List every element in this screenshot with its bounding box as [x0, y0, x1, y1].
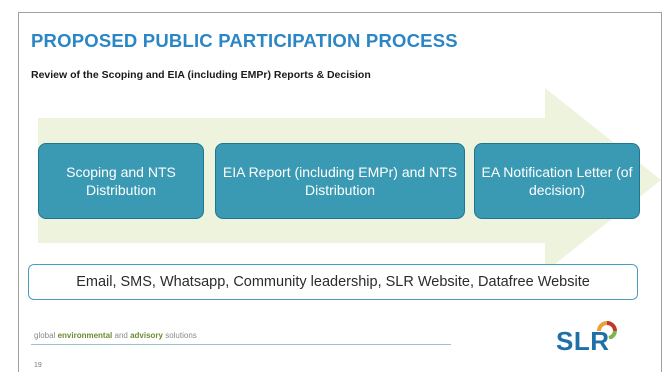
process-step-scoping: Scoping and NTS Distribution [38, 143, 204, 219]
process-step-ea-notification: EA Notification Letter (of decision) [474, 143, 640, 219]
slide-title: PROPOSED PUBLIC PARTICIPATION PROCESS [31, 30, 458, 51]
slr-logo-mark-icon [597, 321, 617, 339]
footer-tagline: global environmental and advisory soluti… [34, 331, 197, 340]
channels-text: Email, SMS, Whatsapp, Community leadersh… [76, 274, 590, 290]
slide-top-border [18, 12, 661, 13]
communication-channels: Email, SMS, Whatsapp, Community leadersh… [28, 264, 638, 300]
page-number: 19 [34, 362, 42, 369]
slide-subtitle: Review of the Scoping and EIA (including… [31, 69, 371, 81]
process-step-eia-report: EIA Report (including EMPr) and NTS Dist… [215, 143, 465, 219]
slide-left-border [18, 12, 19, 372]
slide-right-border [661, 12, 662, 372]
process-step-label: Scoping and NTS Distribution [66, 164, 176, 198]
process-step-label: EIA Report (including EMPr) and NTS Dist… [222, 164, 458, 198]
footer-divider [31, 344, 451, 345]
process-step-label: EA Notification Letter (of decision) [481, 164, 633, 198]
